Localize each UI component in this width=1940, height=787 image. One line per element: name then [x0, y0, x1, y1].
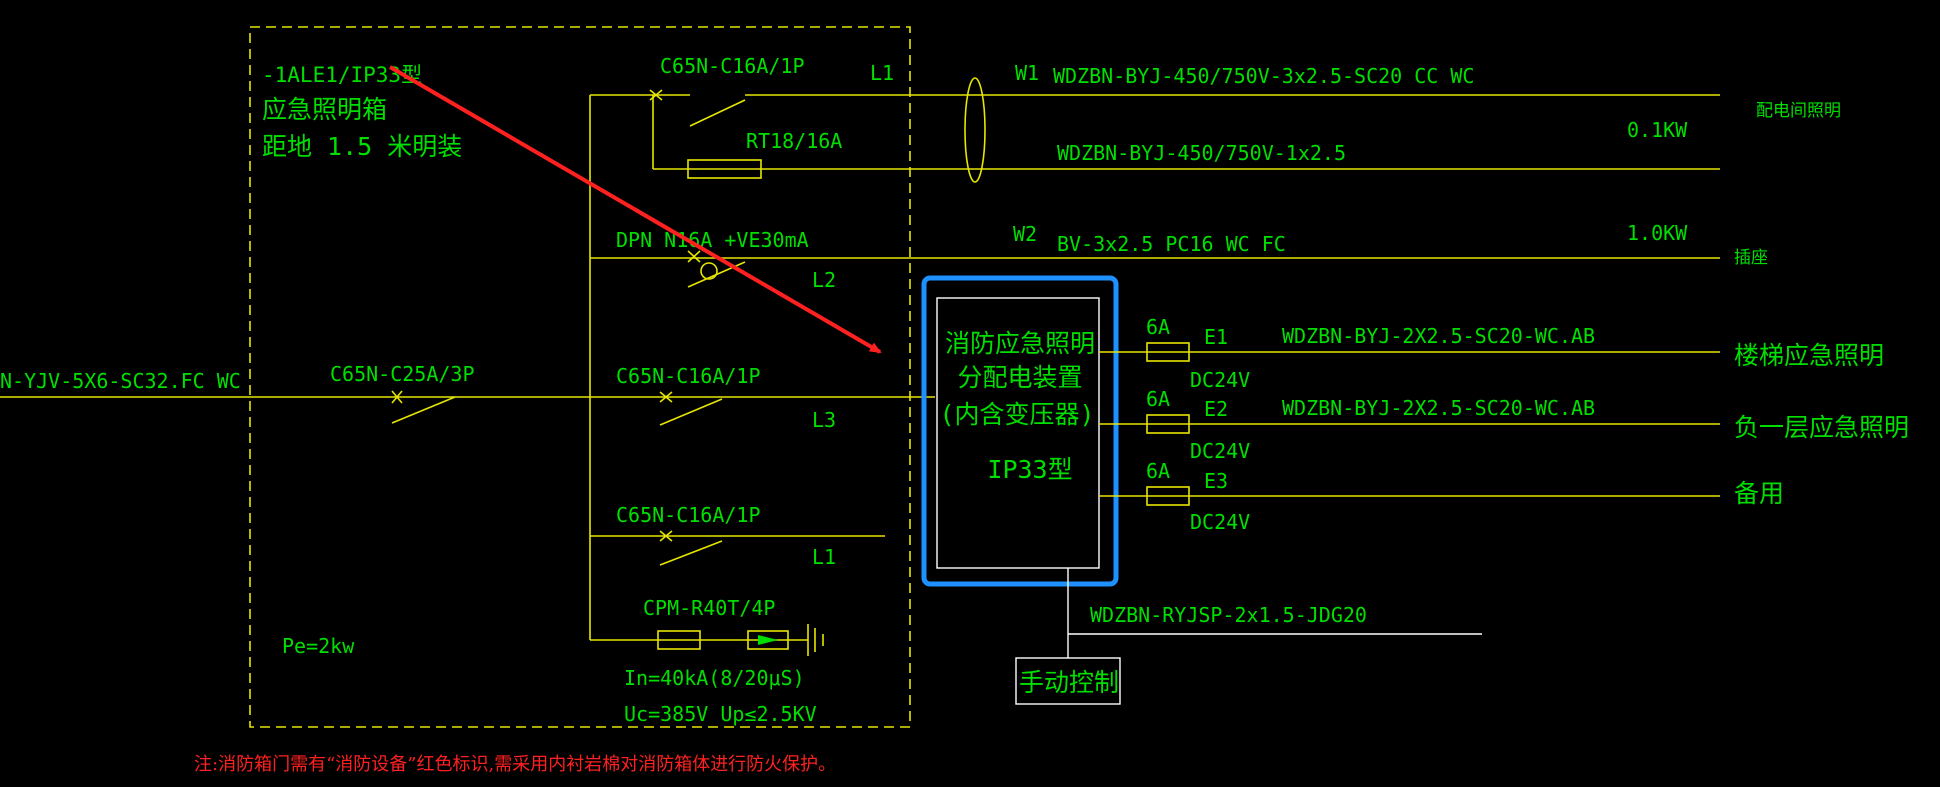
w1-cable1: WDZBN-BYJ-450/750V-3x2.5-SC20 CC WC [1053, 64, 1474, 88]
svg-text:6A: 6A [1146, 459, 1170, 483]
incoming-breaker-symbol [391, 390, 456, 424]
branch1-fuse-label: RT18/16A [746, 129, 842, 153]
footnote: 注:消防箱门需有“消防设备”红色标识,需采用内衬岩棉对消防箱体进行防火保护。 [194, 754, 836, 775]
svg-text:E3: E3 [1204, 469, 1228, 493]
device-title-4: IP33型 [987, 455, 1072, 484]
device-highlight-box [921, 275, 1119, 587]
svg-text:DC24V: DC24V [1190, 439, 1250, 463]
w2-power: 1.0KW [1627, 221, 1688, 245]
branch1-fuse [687, 159, 762, 179]
branch2-breaker-label: DPN N16A +VE30mA [616, 228, 809, 252]
svg-text:楼梯应急照明: 楼梯应急照明 [1734, 341, 1884, 370]
branch2-phase: L2 [812, 268, 836, 292]
svg-text:E2: E2 [1204, 397, 1228, 421]
w1-power: 0.1KW [1627, 118, 1688, 142]
manual-control-label: 手动控制 [1019, 668, 1119, 697]
device-title-1: 消防应急照明 [945, 329, 1095, 358]
incoming-breaker-label: C65N-C25A/3P [330, 362, 475, 386]
device-title-3: (内含变压器) [939, 400, 1094, 429]
svg-text:备用: 备用 [1734, 479, 1784, 508]
manual-control-box [1015, 657, 1121, 705]
w2-cable: BV-3x2.5 PC16 WC FC [1057, 232, 1286, 256]
incoming-cable: N-YJV-5X6-SC32.FC WC [0, 369, 241, 393]
panel-mounting: 距地 1.5 米明装 [262, 132, 462, 161]
svg-text:WDZBN-BYJ-2X2.5-SC20-WC.AB: WDZBN-BYJ-2X2.5-SC20-WC.AB [1282, 396, 1595, 420]
branch4-breaker-label: C65N-C16A/1P [616, 503, 761, 527]
svg-text:DC24V: DC24V [1190, 368, 1250, 392]
svg-text:6A: 6A [1146, 315, 1170, 339]
panel-name: -1ALE1/IP33型 [262, 63, 422, 87]
emergency-circuit-2: 6A E2 DC24V WDZBN-BYJ-2X2.5-SC20-WC.AB 负… [1099, 387, 1909, 463]
panel-power: Pe=2kw [282, 634, 355, 658]
branch1-breaker-symbol [649, 89, 746, 127]
panel-type: 应急照明箱 [262, 95, 387, 124]
w1-cable2: WDZBN-BYJ-450/750V-1x2.5 [1057, 141, 1346, 165]
branch1-breaker-label: C65N-C16A/1P [660, 54, 805, 78]
w2-load-label: 插座 [1734, 248, 1768, 268]
branch3-breaker-label: C65N-C16A/1P [616, 364, 761, 388]
spd-in: In=40kA(8/20μS) [624, 666, 805, 690]
branch4-phase: L1 [812, 545, 836, 569]
emergency-circuit-1: 6A E1 DC24V WDZBN-BYJ-2X2.5-SC20-WC.AB 楼… [1099, 315, 1884, 392]
spd-model: CPM-R40T/4P [643, 596, 775, 620]
w1-load-label: 配电间照明 [1756, 101, 1841, 121]
branch3-phase: L3 [812, 408, 836, 432]
device-title-2: 分配电装置 [957, 363, 1082, 392]
spd-arrester-symbol [747, 630, 789, 650]
annotation-arrow [388, 65, 882, 354]
w1-id: W1 [1015, 61, 1039, 85]
cable-bundle-mark [964, 77, 986, 183]
branch4-breaker-symbol [659, 530, 723, 566]
w2-id: W2 [1013, 222, 1037, 246]
svg-text:负一层应急照明: 负一层应急照明 [1734, 413, 1909, 442]
device-box-inner [936, 297, 1100, 569]
svg-text:E1: E1 [1204, 325, 1228, 349]
emergency-circuit-3: 6A E3 DC24V 备用 [1099, 459, 1784, 534]
svg-text:DC24V: DC24V [1190, 510, 1250, 534]
control-cable-label: WDZBN-RYJSP-2x1.5-JDG20 [1090, 603, 1367, 627]
svg-text:6A: 6A [1146, 387, 1170, 411]
spd-fuse [657, 630, 701, 650]
svg-text:WDZBN-BYJ-2X2.5-SC20-WC.AB: WDZBN-BYJ-2X2.5-SC20-WC.AB [1282, 324, 1595, 348]
panel-enclosure [249, 26, 911, 728]
ground-symbol [807, 624, 824, 656]
branch1-phase: L1 [870, 61, 894, 85]
spd-uc: Uc=385V Up≤2.5KV [624, 702, 817, 726]
branch3-breaker-symbol [659, 391, 723, 426]
